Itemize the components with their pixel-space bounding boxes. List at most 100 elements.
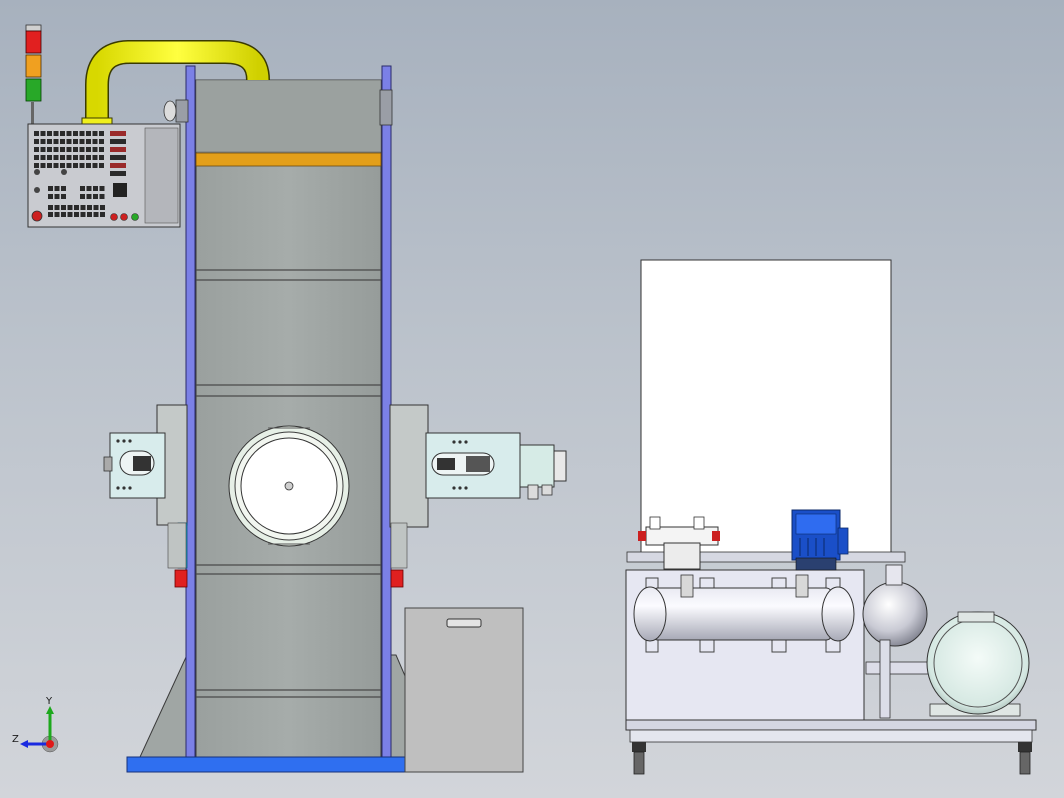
column-housing[interactable]	[195, 79, 382, 758]
panel-key[interactable]	[61, 212, 66, 217]
panel-key[interactable]	[93, 194, 98, 199]
panel-key[interactable]	[79, 163, 85, 168]
round-door-knob[interactable]	[284, 481, 294, 491]
panel-key[interactable]	[60, 139, 65, 144]
panel-key[interactable]	[34, 147, 39, 152]
panel-key[interactable]	[54, 205, 60, 210]
panel-function-key[interactable]	[110, 139, 126, 144]
panel-key[interactable]	[92, 155, 98, 160]
panel-key[interactable]	[86, 186, 92, 191]
panel-key[interactable]	[93, 186, 98, 191]
panel-key[interactable]	[66, 155, 72, 160]
panel-key[interactable]	[66, 147, 72, 152]
panel-key[interactable]	[47, 163, 52, 168]
panel-key[interactable]	[79, 139, 85, 144]
panel-key[interactable]	[79, 131, 85, 136]
panel-key[interactable]	[66, 139, 72, 144]
panel-key[interactable]	[47, 155, 52, 160]
panel-key[interactable]	[99, 139, 104, 144]
panel-key[interactable]	[34, 163, 39, 168]
panel-key[interactable]	[86, 194, 92, 199]
panel-key[interactable]	[47, 139, 52, 144]
panel-key[interactable]	[92, 147, 98, 152]
panel-red-button-1[interactable]	[110, 213, 118, 221]
panel-key[interactable]	[47, 147, 52, 152]
panel-key[interactable]	[80, 205, 86, 210]
panel-key[interactable]	[54, 194, 60, 199]
panel-key[interactable]	[86, 147, 91, 152]
panel-key[interactable]	[99, 147, 104, 152]
panel-key[interactable]	[74, 205, 79, 210]
pump-icon[interactable]	[926, 611, 1030, 717]
panel-key[interactable]	[34, 131, 39, 136]
panel-key[interactable]	[99, 194, 105, 199]
panel-key[interactable]	[34, 155, 39, 160]
panel-key[interactable]	[86, 155, 91, 160]
panel-key[interactable]	[53, 131, 59, 136]
panel-key[interactable]	[61, 186, 66, 191]
panel-key[interactable]	[93, 212, 99, 217]
panel-key[interactable]	[67, 212, 73, 217]
panel-key[interactable]	[53, 163, 59, 168]
panel-key[interactable]	[40, 147, 46, 152]
panel-key[interactable]	[86, 131, 91, 136]
panel-key[interactable]	[48, 205, 53, 210]
panel-key[interactable]	[92, 139, 98, 144]
left-side-bracket[interactable]	[103, 404, 188, 588]
panel-keypad[interactable]	[34, 131, 126, 217]
panel-key[interactable]	[48, 212, 53, 217]
panel-key[interactable]	[67, 205, 73, 210]
hydraulic-unit[interactable]	[625, 259, 1037, 775]
panel-key[interactable]	[79, 147, 85, 152]
panel-key[interactable]	[73, 163, 78, 168]
panel-key[interactable]	[73, 139, 78, 144]
panel-key[interactable]	[48, 186, 53, 191]
panel-key[interactable]	[80, 212, 86, 217]
cnc-control-panel-icon[interactable]	[27, 123, 181, 228]
panel-function-key[interactable]	[110, 131, 126, 136]
panel-key[interactable]	[61, 194, 66, 199]
panel-key[interactable]	[92, 131, 98, 136]
panel-key[interactable]	[53, 147, 59, 152]
panel-key[interactable]	[60, 147, 65, 152]
servo-motor[interactable]	[519, 444, 555, 488]
side-cabinet[interactable]	[404, 607, 524, 773]
panel-key[interactable]	[66, 131, 72, 136]
panel-red-button-2[interactable]	[120, 213, 128, 221]
panel-key[interactable]	[53, 155, 59, 160]
panel-key[interactable]	[61, 205, 66, 210]
right-side-bracket[interactable]	[389, 404, 567, 588]
panel-key[interactable]	[34, 139, 39, 144]
panel-knob[interactable]	[34, 169, 40, 175]
panel-knob[interactable]	[61, 169, 67, 175]
panel-key[interactable]	[86, 163, 91, 168]
panel-key[interactable]	[80, 186, 85, 191]
panel-key[interactable]	[53, 139, 59, 144]
panel-key[interactable]	[99, 163, 104, 168]
panel-key[interactable]	[93, 205, 99, 210]
panel-key[interactable]	[87, 212, 92, 217]
panel-key[interactable]	[99, 131, 104, 136]
machine-left[interactable]	[25, 24, 567, 773]
left-bracket-knob[interactable]	[103, 456, 113, 472]
panel-function-key[interactable]	[110, 155, 126, 160]
panel-key[interactable]	[99, 155, 104, 160]
panel-key[interactable]	[99, 186, 105, 191]
panel-key[interactable]	[48, 194, 53, 199]
panel-key[interactable]	[40, 139, 46, 144]
electric-motor-icon[interactable]	[791, 509, 849, 571]
panel-key[interactable]	[66, 163, 72, 168]
valve-block[interactable]	[645, 526, 719, 546]
panel-function-key[interactable]	[110, 163, 126, 168]
panel-key[interactable]	[60, 131, 65, 136]
white-panel[interactable]	[640, 259, 892, 556]
panel-knob[interactable]	[34, 187, 40, 193]
panel-key[interactable]	[92, 163, 98, 168]
panel-key[interactable]	[73, 131, 78, 136]
panel-key[interactable]	[86, 139, 91, 144]
panel-green-button[interactable]	[131, 213, 139, 221]
panel-key[interactable]	[60, 163, 65, 168]
panel-key[interactable]	[54, 212, 60, 217]
